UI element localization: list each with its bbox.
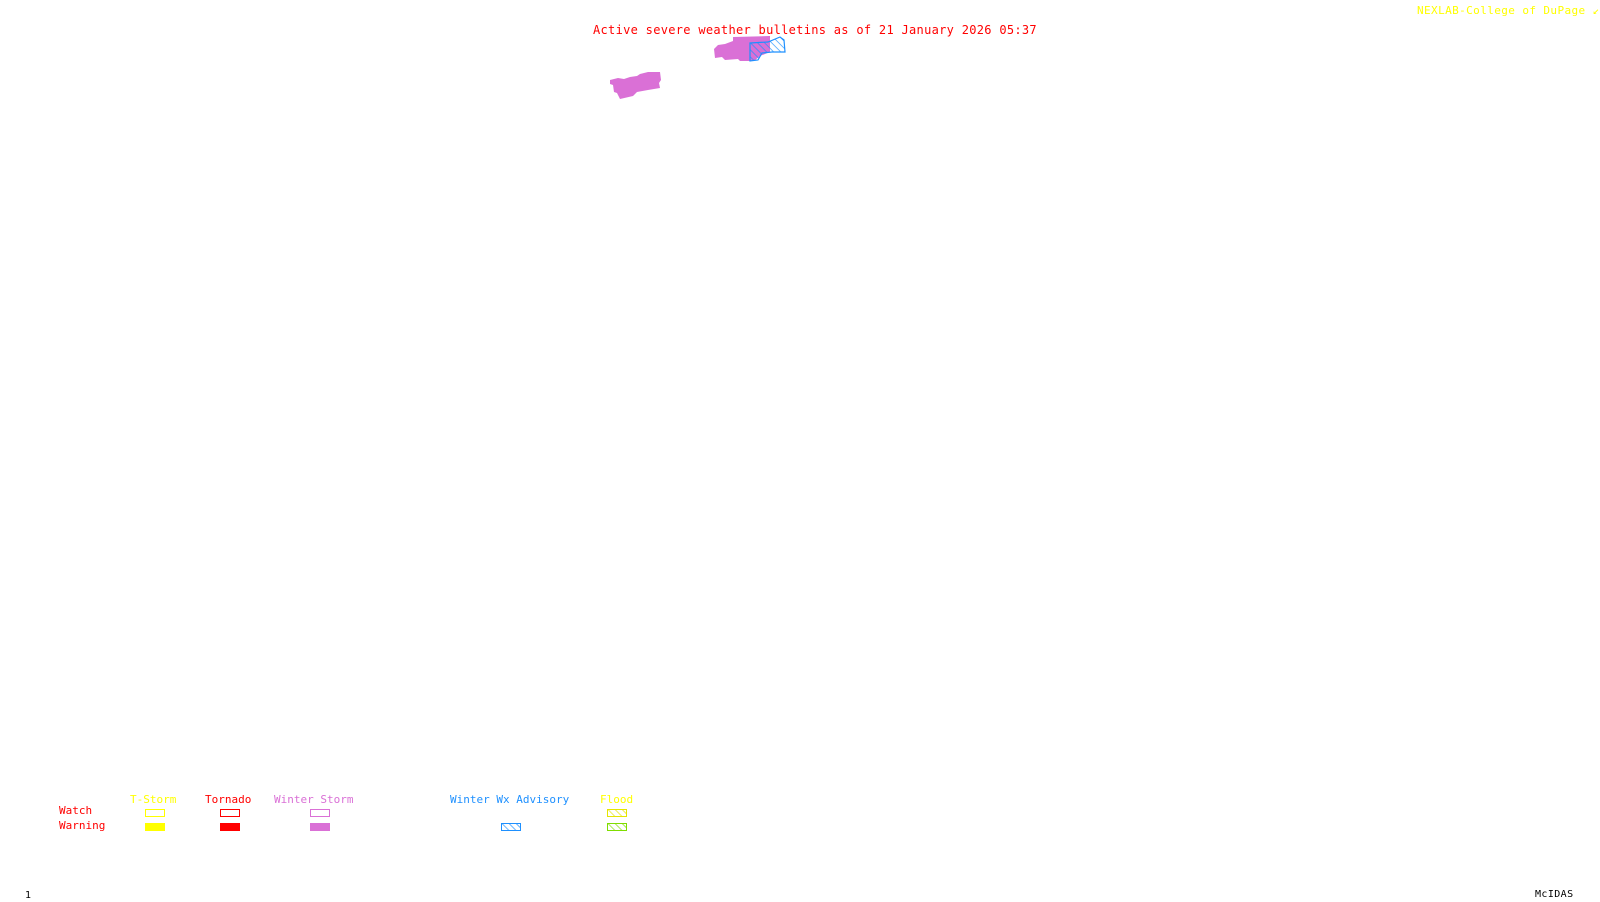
- legend-winter-storm-watch-swatch: [310, 809, 330, 817]
- legend-flood-label: Flood: [600, 793, 634, 806]
- legend-row-watch: Watch: [59, 804, 93, 817]
- legend-winter-wx-advisory-label: Winter Wx Advisory: [450, 793, 570, 806]
- legend-tstorm-warning-swatch: [145, 823, 165, 831]
- map-title: Active severe weather bulletins as of 21…: [593, 23, 1037, 37]
- frame-number: 1: [25, 890, 32, 901]
- legend-tstorm-watch-swatch: [145, 809, 165, 817]
- credit-label: NEXLAB-College of DuPage ↙: [1417, 5, 1600, 17]
- legend-winter-wx-advisory-swatch: [501, 823, 521, 831]
- legend-winter-storm-warning-swatch: [310, 823, 330, 831]
- winter-storm-warning-area[interactable]: [610, 72, 661, 99]
- credit-text: NEXLAB-College of DuPage: [1417, 4, 1586, 17]
- legend-tstorm-label: T-Storm: [130, 793, 177, 806]
- software-label: McIDAS: [1535, 889, 1574, 900]
- legend-flood-watch-swatch: [607, 809, 627, 817]
- winter-wx-advisory-area[interactable]: [749, 36, 786, 62]
- legend-winter-storm-label: Winter Storm: [274, 793, 354, 806]
- legend-tornado-warning-swatch: [220, 823, 240, 831]
- legend-tornado-watch-swatch: [220, 809, 240, 817]
- legend-flood-warning-swatch: [607, 823, 627, 831]
- legend-row-warning: Warning: [59, 819, 106, 832]
- corner-arrow-icon: ↙: [1585, 4, 1600, 17]
- legend-tornado-label: Tornado: [205, 793, 252, 806]
